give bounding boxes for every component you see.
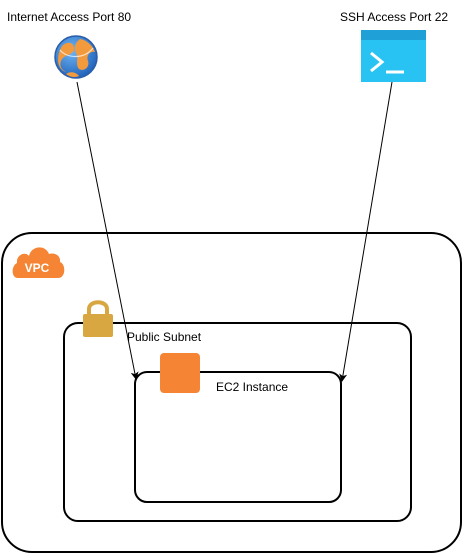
public-subnet-boundary (63, 322, 412, 522)
globe-icon (54, 35, 98, 79)
ec2-instance-label: EC2 Instance (216, 380, 289, 394)
vpc-cloud-icon: VPC (12, 247, 65, 278)
internet-access-label: Internet Access Port 80 (7, 10, 132, 24)
public-subnet-label: Public Subnet (127, 330, 202, 344)
vpc-badge-text: VPC (25, 261, 50, 275)
lock-icon (83, 300, 113, 337)
terminal-icon (361, 30, 426, 82)
ec2-instance-boundary (134, 371, 342, 503)
vpc-boundary (1, 232, 462, 553)
ec2-instance-icon (160, 353, 200, 393)
ssh-access-label: SSH Access Port 22 (340, 10, 449, 24)
ssh-to-ec2-arrow (339, 81, 393, 382)
internet-to-ec2-arrow (76, 81, 139, 380)
